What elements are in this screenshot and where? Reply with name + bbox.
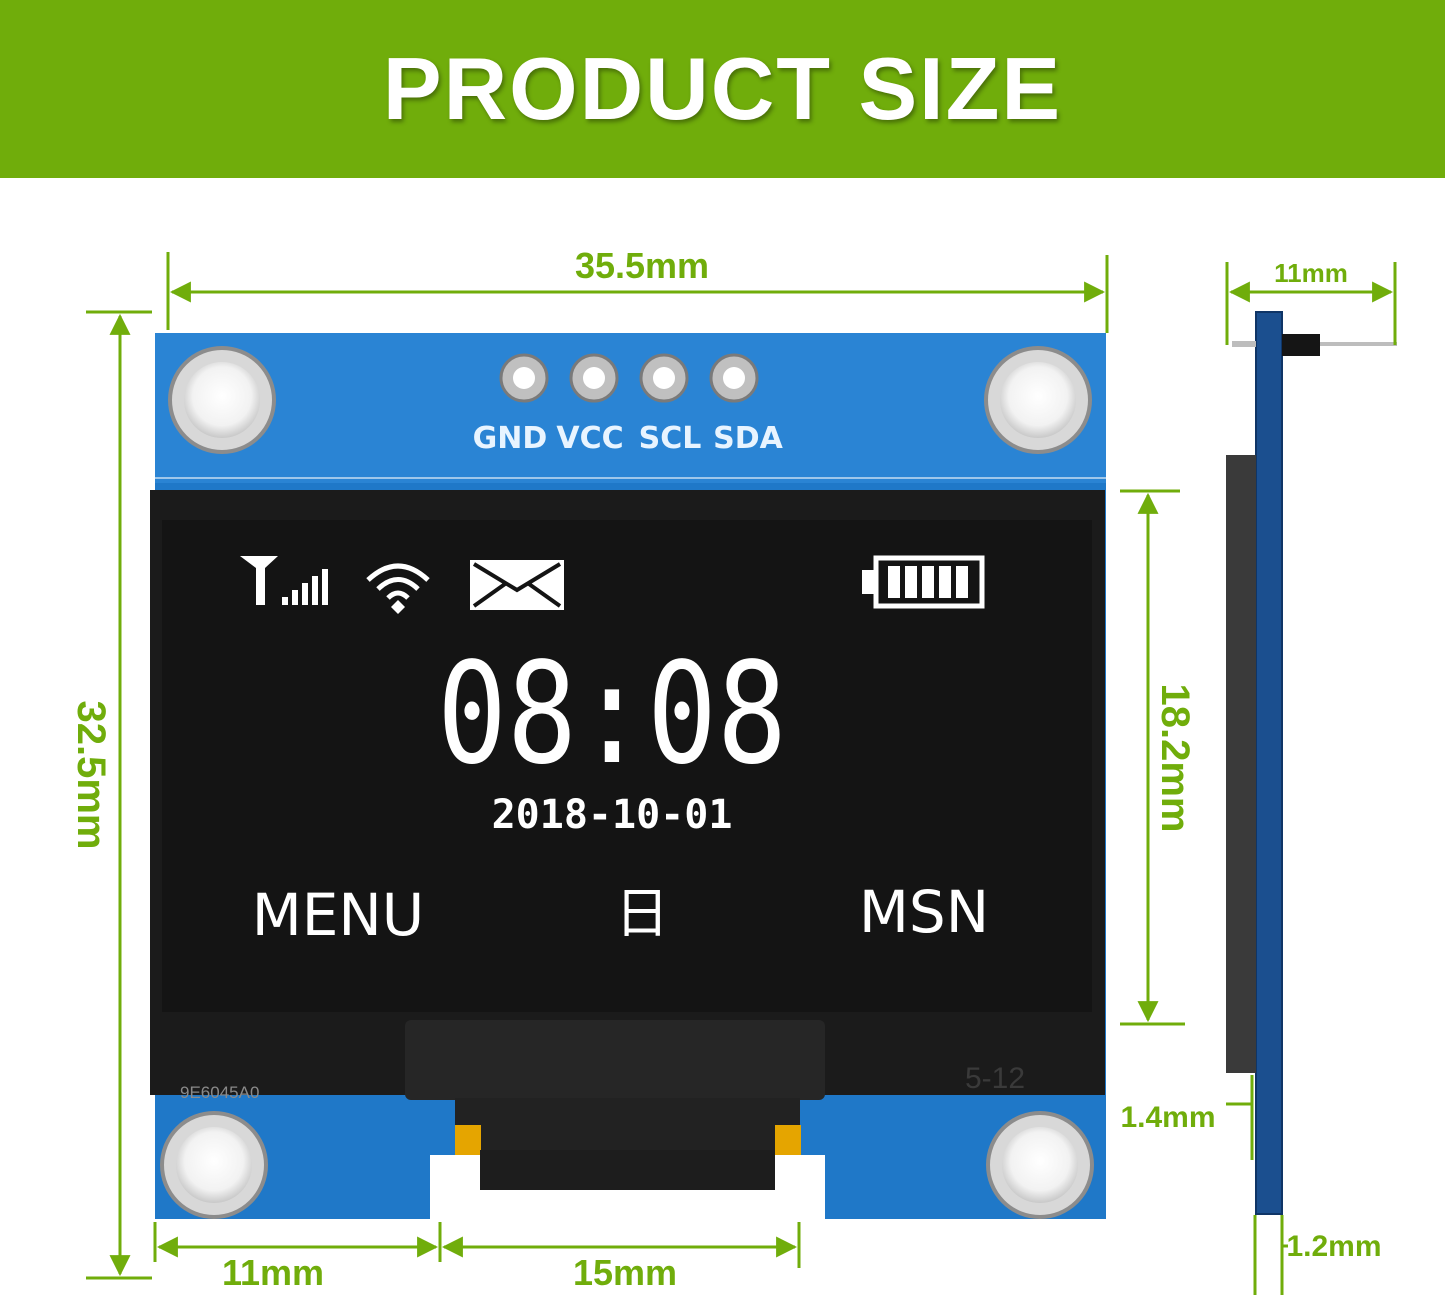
pin-label-vcc: VCC	[556, 421, 623, 456]
mounting-hole-bottom-left	[160, 1111, 268, 1219]
softkey-calendar: 日	[615, 882, 669, 945]
side-pcb	[1255, 311, 1283, 1215]
page-title: PRODUCT SIZE	[382, 39, 1063, 138]
ribbon-cable	[405, 1020, 825, 1100]
dim-board-thickness-label: 1.2mm	[1286, 1230, 1381, 1263]
pin-pad	[569, 353, 619, 403]
header-pins	[499, 353, 759, 403]
side-pin-header	[1282, 334, 1320, 356]
marking-code: 5-12	[965, 1062, 1025, 1095]
pin-label-scl: SCL	[639, 421, 702, 456]
pin-pad	[499, 353, 549, 403]
dim-edge-offset-label: 11mm	[222, 1252, 324, 1293]
product-size-banner: PRODUCT SIZE	[0, 0, 1445, 178]
flex-tail	[480, 1150, 775, 1190]
dim-screen-thickness-label: 1.4mm	[1120, 1101, 1215, 1134]
pin-pad	[639, 353, 689, 403]
oled-module-front: GND VCC SCL SDA 9E6045A0 5-12	[150, 333, 1106, 1219]
softkey-msn: MSN	[859, 878, 989, 946]
clock-time: 08:08	[437, 633, 787, 796]
softkey-menu: MENU	[252, 881, 425, 949]
mounting-hole-top-left	[168, 346, 276, 454]
battery-icon	[862, 555, 985, 609]
mounting-hole-top-right	[984, 346, 1092, 454]
part-number: 9E6045A0	[180, 1083, 259, 1102]
oled-module-side	[1226, 311, 1397, 1215]
clock-date: 2018-10-01	[492, 792, 733, 838]
dim-screen-height-label: 18.2mm	[1153, 684, 1197, 833]
side-screen	[1226, 455, 1256, 1073]
pin-label-sda: SDA	[713, 421, 784, 456]
pcb-top-strip	[155, 333, 1106, 483]
dim-connector-width-label: 15mm	[573, 1252, 677, 1293]
dim-width-label: 35.5mm	[575, 245, 709, 286]
pin-label-gnd: GND	[473, 421, 548, 456]
wifi-icon	[366, 563, 430, 614]
dimension-lines	[86, 252, 1397, 1295]
mounting-hole-bottom-right	[986, 1111, 1094, 1219]
mail-icon	[470, 560, 564, 610]
pin-pad	[709, 353, 759, 403]
dim-thickness-label: 11mm	[1274, 258, 1348, 288]
signal-icon	[240, 556, 328, 605]
dim-height-label: 32.5mm	[69, 701, 113, 850]
